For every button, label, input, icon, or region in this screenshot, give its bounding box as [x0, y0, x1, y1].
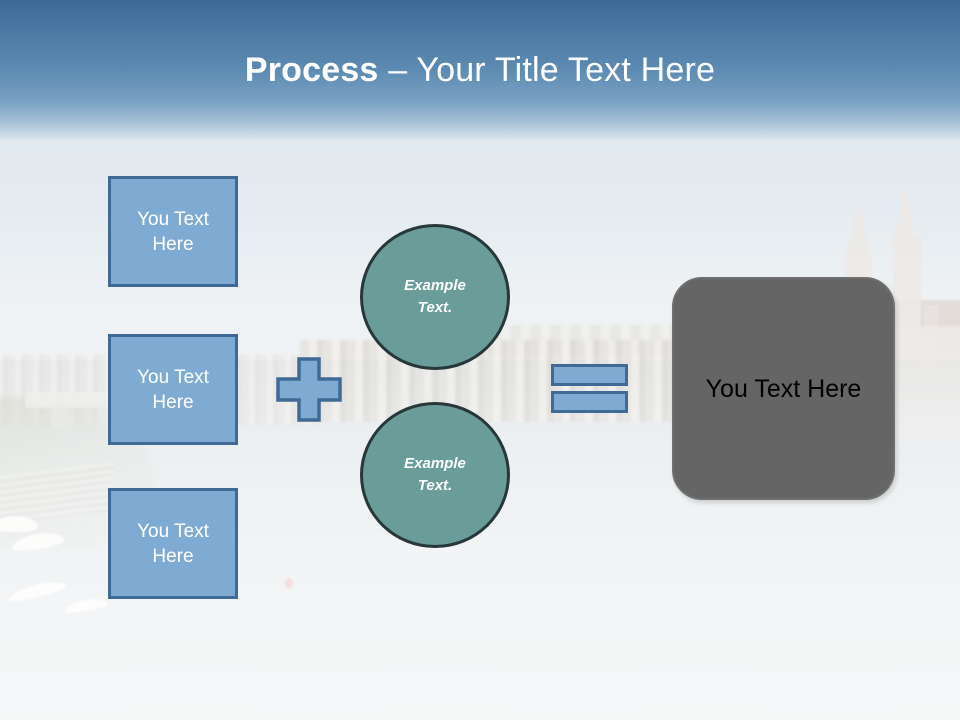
equals-icon [551, 364, 628, 413]
input-box-1-label: You Text Here [137, 208, 209, 255]
process-circle-2-line2: Text. [417, 477, 453, 494]
page-title-rest: – Your Title Text Here [378, 51, 716, 89]
input-box-1[interactable]: You Text Here [108, 176, 238, 287]
process-circle-2-line1: Example [404, 455, 466, 472]
equals-bar-top [551, 364, 628, 386]
process-circle-1-line1: Example [404, 277, 466, 294]
input-box-2-label: You Text Here [137, 366, 209, 413]
title-banner: Process – Your Title Text Here [0, 0, 960, 140]
page-title-bold: Process [244, 51, 379, 89]
result-box-label: You Text Here [705, 374, 862, 403]
process-circle-1[interactable]: Example Text. [360, 224, 510, 370]
process-circle-1-label: Example Text. [404, 275, 466, 319]
page-title: Process – Your Title Text Here [0, 49, 960, 91]
input-box-3-label: You Text Here [137, 520, 209, 567]
result-box[interactable]: You Text Here [672, 277, 895, 500]
input-box-3[interactable]: You Text Here [108, 488, 238, 599]
input-box-2[interactable]: You Text Here [108, 334, 238, 445]
process-circle-1-line2: Text. [417, 299, 453, 316]
equals-bar-bottom [551, 391, 628, 413]
process-circle-2-label: Example Text. [404, 453, 466, 497]
process-circle-2[interactable]: Example Text. [360, 402, 510, 548]
plus-icon [276, 357, 342, 422]
